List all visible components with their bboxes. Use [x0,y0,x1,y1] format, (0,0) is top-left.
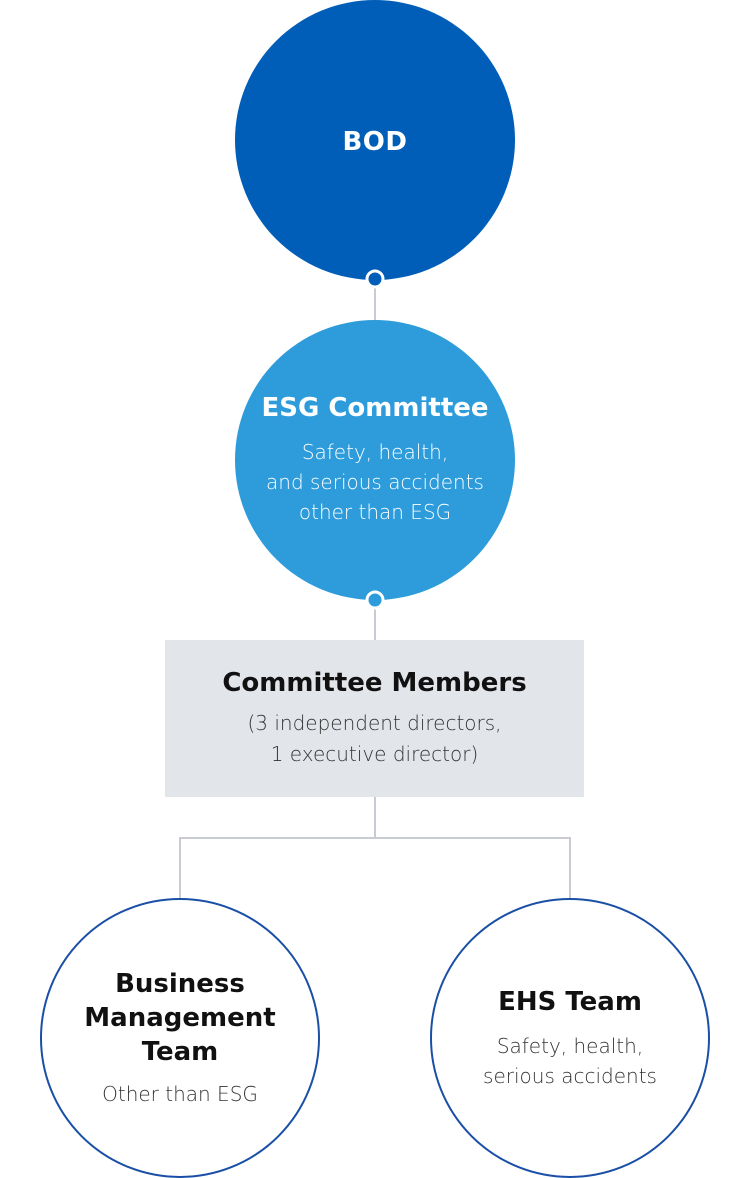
team-title-line: Team [141,1037,219,1067]
committee-members-desc-line: (3 independent directors, [247,710,502,735]
bod-title: BOD [342,127,408,157]
committee-members-desc-line: 1 executive director) [270,741,479,766]
esg-committee-desc-line: other than ESG [298,500,452,524]
business-management-team-title: Business Management Team [84,967,275,1069]
committee-members-title: Committee Members [222,667,527,698]
ehs-team-desc-line: Safety, health, [496,1034,644,1058]
ehs-team-node: EHS Team Safety, health, serious acciden… [430,898,710,1178]
bod-connector-dot [365,269,385,289]
ehs-team-title: EHS Team [498,985,642,1019]
esg-committee-node: ESG Committee Safety, health, and seriou… [235,320,515,600]
ehs-team-desc-line: serious accidents [483,1064,657,1088]
esg-committee-desc-line: and serious accidents [266,470,484,494]
esg-connector-dot [365,590,385,610]
bod-node: BOD [235,0,515,280]
team-title-line: EHS Team [498,987,642,1017]
esg-committee-title: ESG Committee [261,393,489,423]
business-management-team-node: Business Management Team Other than ESG [40,898,320,1178]
committee-members-box: Committee Members (3 independent directo… [165,640,584,797]
business-management-team-desc: Other than ESG [102,1082,258,1106]
teams-branch-line [179,837,571,898]
esg-committee-desc-line: Safety, health, [301,440,449,464]
team-title-line: Management [84,1003,276,1033]
team-title-line: Business [115,969,245,999]
